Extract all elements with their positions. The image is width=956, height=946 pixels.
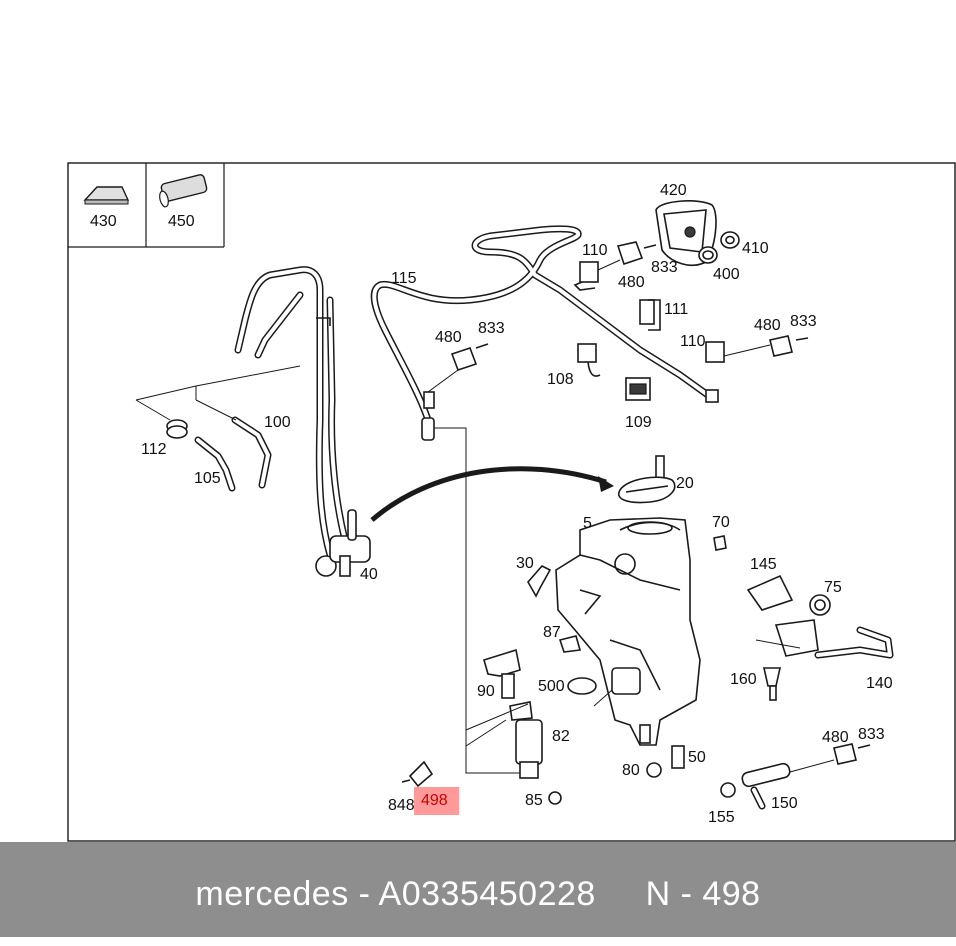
brand-name: mercedes <box>195 875 349 913</box>
position-prefix: N <box>645 875 671 913</box>
label-498[interactable]: 498 <box>421 792 448 809</box>
left-hose-assembly <box>135 266 371 577</box>
label-833-right: 833 <box>790 313 817 330</box>
label-5: 5 <box>583 515 592 532</box>
spacer <box>596 875 646 913</box>
hose-piece-icon <box>159 174 208 208</box>
label-108: 108 <box>547 371 574 388</box>
label-50: 50 <box>688 749 706 766</box>
label-480-mid: 480 <box>435 329 462 346</box>
label-115: 115 <box>391 270 417 287</box>
label-420: 420 <box>660 182 687 199</box>
label-155: 155 <box>708 809 735 826</box>
label-450: 450 <box>168 213 195 230</box>
label-87: 87 <box>543 624 561 641</box>
label-110-top: 110 <box>582 242 608 259</box>
label-500: 500 <box>538 678 565 695</box>
label-110-mid: 110 <box>680 333 706 350</box>
label-400: 400 <box>713 266 740 283</box>
label-410: 410 <box>742 240 769 257</box>
label-480-right: 480 <box>754 317 781 334</box>
label-833-mid: 833 <box>478 320 505 337</box>
separator-2: - <box>670 875 703 913</box>
pad-icon <box>83 186 130 201</box>
label-40: 40 <box>360 566 378 583</box>
parts-diagram: 430 450 420 110 410 480 833 400 115 480 … <box>67 162 956 842</box>
footer-caption: mercedes - A0335450228 N - 498 <box>0 842 956 937</box>
nozzle-assembly <box>655 200 740 266</box>
small-parts <box>401 535 894 810</box>
diagram-frame <box>67 162 956 842</box>
label-111: 111 <box>664 301 688 318</box>
label-30: 30 <box>516 555 534 572</box>
washer-reservoir <box>555 517 701 746</box>
label-75: 75 <box>824 579 842 596</box>
label-140: 140 <box>866 675 893 692</box>
pointer-arrow <box>370 466 607 522</box>
pump-cap-20 <box>617 455 676 504</box>
label-480-top: 480 <box>618 274 645 291</box>
label-82: 82 <box>552 728 570 745</box>
clips-group <box>427 241 809 401</box>
label-112: 112 <box>141 441 167 458</box>
label-833-bottom: 833 <box>858 726 885 743</box>
label-160: 160 <box>730 671 757 688</box>
position-number: 498 <box>702 875 761 913</box>
highlight-box-498[interactable] <box>414 787 459 815</box>
label-833-top: 833 <box>651 259 678 276</box>
label-100: 100 <box>264 414 291 431</box>
label-430: 430 <box>90 213 117 230</box>
footer-bar: mercedes - A0335450228 N - 498 <box>0 842 956 937</box>
label-20: 20 <box>676 475 694 492</box>
part-number: A0335450228 <box>378 875 596 913</box>
label-90: 90 <box>477 683 495 700</box>
separator: - <box>348 875 379 913</box>
label-109: 109 <box>625 414 652 431</box>
label-145: 145 <box>750 556 777 573</box>
label-480-bottom: 480 <box>822 729 849 746</box>
callout-labels: 430 450 420 110 410 480 833 400 115 480 … <box>90 182 893 826</box>
label-80: 80 <box>622 762 640 779</box>
label-70: 70 <box>712 514 730 531</box>
washer-hose-115 <box>370 225 719 774</box>
label-848: 848 <box>388 797 415 814</box>
label-105: 105 <box>194 470 221 487</box>
legend-boxes <box>68 163 225 248</box>
label-85: 85 <box>525 792 543 809</box>
label-150: 150 <box>771 795 798 812</box>
